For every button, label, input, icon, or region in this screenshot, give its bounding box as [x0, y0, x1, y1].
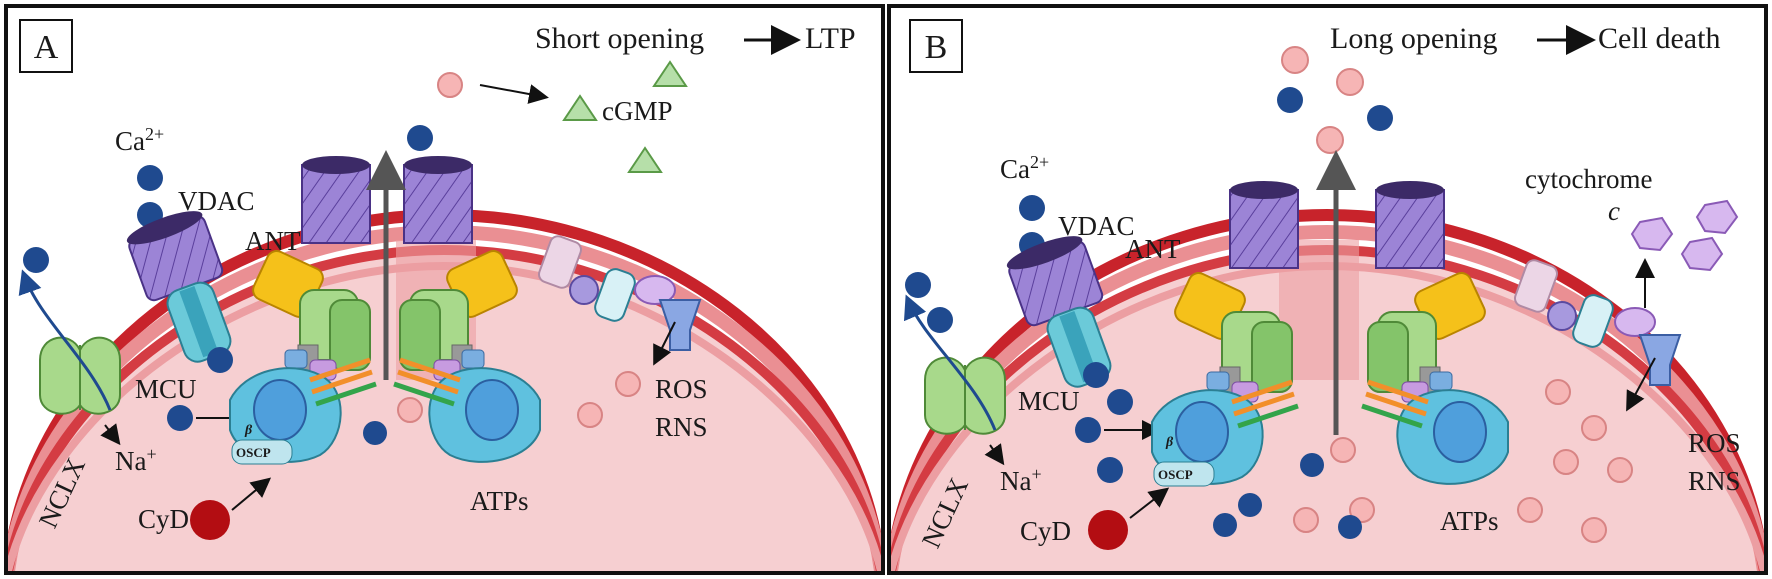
cgmp-triangle [562, 94, 598, 121]
title-short-opening: Short opening [535, 22, 704, 55]
panel-letter-box [19, 19, 73, 73]
label-oscp: OSCP [1158, 467, 1193, 482]
label-cytochrome-c: c [1608, 196, 1620, 226]
label-calcium: Ca2+ [1000, 152, 1049, 184]
ros-molecule [577, 402, 603, 428]
label-atps: ATPs [470, 486, 529, 516]
calcium-ion [927, 307, 953, 333]
label-cyd: CyD [1020, 516, 1071, 546]
label-cgmp: cGMP [602, 96, 673, 126]
label-atps: ATPs [1440, 506, 1499, 536]
ros-molecule [1581, 517, 1607, 543]
ros-molecule [437, 72, 463, 98]
calcium-ion [1097, 457, 1123, 483]
cytochrome-c-molecule [1695, 199, 1739, 235]
label-cyd: CyD [138, 504, 189, 534]
label-beta: β [1165, 435, 1174, 450]
atp-synthase-left [229, 250, 377, 465]
label-rns: RNS [1688, 466, 1741, 496]
cgmp-arrow [479, 84, 549, 104]
label-oscp: OSCP [236, 445, 271, 460]
label-ros: ROS [655, 374, 708, 404]
label-ant: ANT [1125, 234, 1181, 264]
label-mcu: MCU [135, 374, 197, 404]
title-long-opening: Long opening [1330, 22, 1497, 55]
calcium-ion [407, 125, 433, 151]
panel-letter: B [925, 29, 948, 66]
cgmp-triangle [627, 146, 663, 173]
atp-synthase-right [393, 250, 541, 463]
ros-molecule [1553, 449, 1579, 475]
label-mcu: MCU [1018, 386, 1080, 416]
ros-molecule [1581, 415, 1607, 441]
calcium-ion [207, 347, 233, 373]
ros-molecule [615, 371, 641, 397]
cyd-arrow [1129, 487, 1170, 519]
calcium-ion [1075, 417, 1101, 443]
title-cell-death: Cell death [1598, 22, 1720, 55]
label-cytochrome: cytochrome [1525, 164, 1652, 194]
atp-synthase-right [1361, 272, 1509, 485]
na-arrow [100, 423, 121, 446]
ros-molecule [1517, 497, 1543, 523]
ros-molecule [1607, 457, 1633, 483]
ros-molecule [397, 397, 423, 423]
na-arrow [984, 443, 1005, 466]
ant-transporter-left [301, 156, 371, 244]
cytochrome-c-molecule [1680, 236, 1724, 272]
calcium-ion [1213, 513, 1237, 537]
panel-letter: A [34, 29, 59, 66]
electron-transport-complex [1514, 259, 1682, 386]
ros-molecule [1336, 68, 1364, 96]
cyd-arrow [231, 477, 272, 511]
nclx-exchanger [924, 356, 1006, 435]
label-ros: ROS [1688, 428, 1741, 458]
label-sodium: Na+ [115, 444, 157, 476]
calcium-ion [1107, 389, 1133, 415]
panel-a: A Short opening LTP Ca2+ VDAC NCLX Na+ M… [4, 4, 885, 575]
calcium-ion [1277, 87, 1303, 113]
calcium-ion [363, 421, 387, 445]
cyclophilin-d [1088, 510, 1128, 550]
ros-molecule [1293, 507, 1319, 533]
calcium-ion [1300, 453, 1324, 477]
ant-transporter-right [1375, 181, 1445, 269]
calcium-ion [1019, 195, 1045, 221]
calcium-ion [23, 247, 49, 273]
nclx-exchanger [39, 336, 121, 415]
cytochrome-c-molecule [1630, 216, 1674, 252]
mitochondrial-matrix [891, 250, 1764, 571]
nclx-calcium-arrow [904, 294, 997, 431]
ros-molecule [1545, 379, 1571, 405]
ros-arrow [1626, 357, 1656, 412]
panel-letter-box [909, 19, 963, 73]
ant-transporter-left [1229, 181, 1299, 269]
calcium-ion [137, 165, 163, 191]
label-beta: β [244, 423, 253, 438]
label-rns: RNS [655, 412, 708, 442]
panel-b: B Long opening Cell death Ca2+ VDAC NCLX [887, 4, 1768, 575]
ant-transporter-right [403, 156, 473, 244]
label-vdac: VDAC [1058, 211, 1135, 241]
vdac-channel [126, 211, 232, 363]
title-ltp: LTP [805, 22, 856, 55]
cgmp-triangle [652, 60, 688, 87]
ros-molecule [1330, 437, 1356, 463]
calcium-ion [1367, 105, 1393, 131]
ros-molecule [1349, 497, 1375, 523]
ros-arrow [653, 321, 676, 366]
atp-synthase-left [1151, 272, 1299, 487]
calcium-ion [1083, 362, 1109, 388]
ros-molecule [1316, 126, 1344, 154]
calcium-ion [905, 272, 931, 298]
label-calcium: Ca2+ [115, 124, 164, 156]
ros-molecule [1281, 46, 1309, 74]
label-vdac: VDAC [178, 186, 255, 216]
label-sodium: Na+ [1000, 464, 1042, 496]
calcium-ion [1338, 515, 1362, 539]
calcium-ion [1238, 493, 1262, 517]
cyclophilin-d [190, 500, 230, 540]
calcium-ion [167, 405, 193, 431]
nclx-calcium-arrow [18, 269, 112, 411]
